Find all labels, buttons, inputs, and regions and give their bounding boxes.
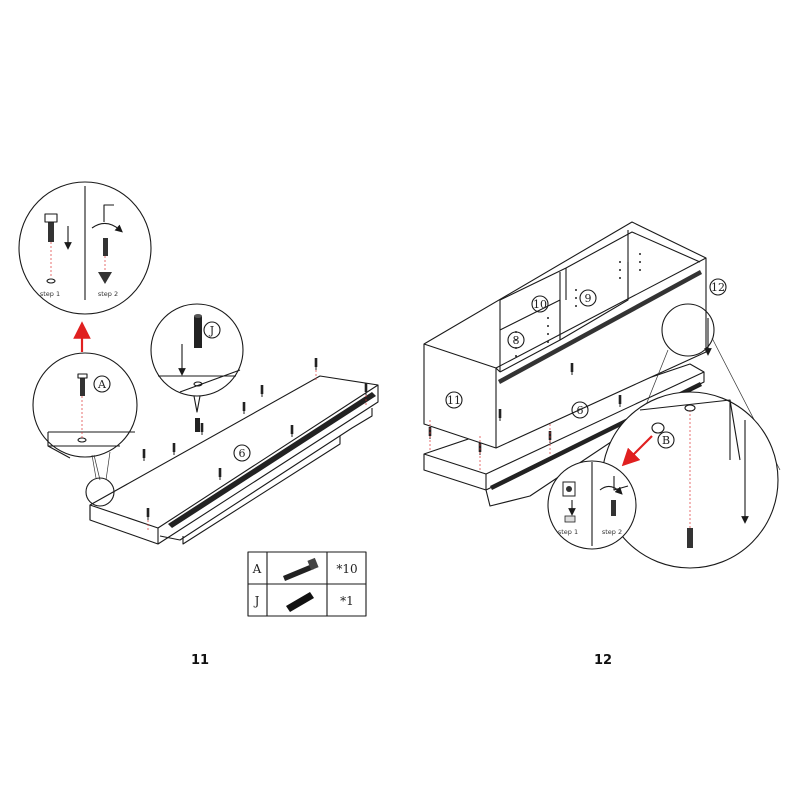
detail-circle-j: J <box>150 303 244 432</box>
parts-row-j-qty: *1 <box>340 594 354 608</box>
base-board-panel-6 <box>89 375 379 545</box>
step1-caption-12: step 1 <box>558 528 578 536</box>
step2-caption: step 2 <box>98 290 118 298</box>
callout-b-label: B <box>662 434 670 447</box>
cam-bolt-icon <box>283 557 319 581</box>
panel-label-12: 12 <box>711 281 725 294</box>
detail-circle-large-12: B <box>601 391 779 569</box>
detail-circle-a: A <box>32 352 138 481</box>
panel-label-8: 8 <box>513 334 520 347</box>
red-diagonal-arrow-icon <box>621 435 653 467</box>
panel-label-11: 11 <box>447 394 461 407</box>
parts-row-a-qty: *10 <box>336 562 357 576</box>
cam-bolts-on-board <box>142 357 368 532</box>
parts-table: A J *10 *1 <box>247 551 367 617</box>
cabinet-frame <box>423 221 707 449</box>
panel-label-9: 9 <box>585 292 592 305</box>
step1-caption: step 1 <box>40 290 60 298</box>
zoom-circle-small <box>85 477 115 507</box>
step-12: 11 10 9 8 6 12 <box>423 221 781 569</box>
zoom-circle-small-12 <box>661 303 715 357</box>
detail-circle-step-12: step 1 step 2 <box>547 460 637 550</box>
parts-row-a-letter: A <box>252 562 262 576</box>
panel-label-6: 6 <box>239 447 246 460</box>
callout-j-label: J <box>209 324 214 337</box>
detail-circle-top: step 1 step 2 <box>18 181 152 315</box>
wooden-dowel-icon <box>286 592 314 612</box>
bolts-step-12 <box>428 362 622 470</box>
step2-caption-12: step 2 <box>602 528 622 536</box>
part-label-circle <box>233 444 251 462</box>
callout-a-label: A <box>97 378 107 391</box>
step-number-11: 11 <box>191 653 209 668</box>
panel-labels-step-12: 11 10 9 8 6 12 <box>445 278 727 419</box>
parts-row-j-letter: J <box>253 594 260 608</box>
step-11: 6 A <box>18 181 379 545</box>
panel-label-10: 10 <box>533 298 547 311</box>
panel-label-6: 6 <box>577 404 584 417</box>
step-number-12: 12 <box>594 653 612 668</box>
